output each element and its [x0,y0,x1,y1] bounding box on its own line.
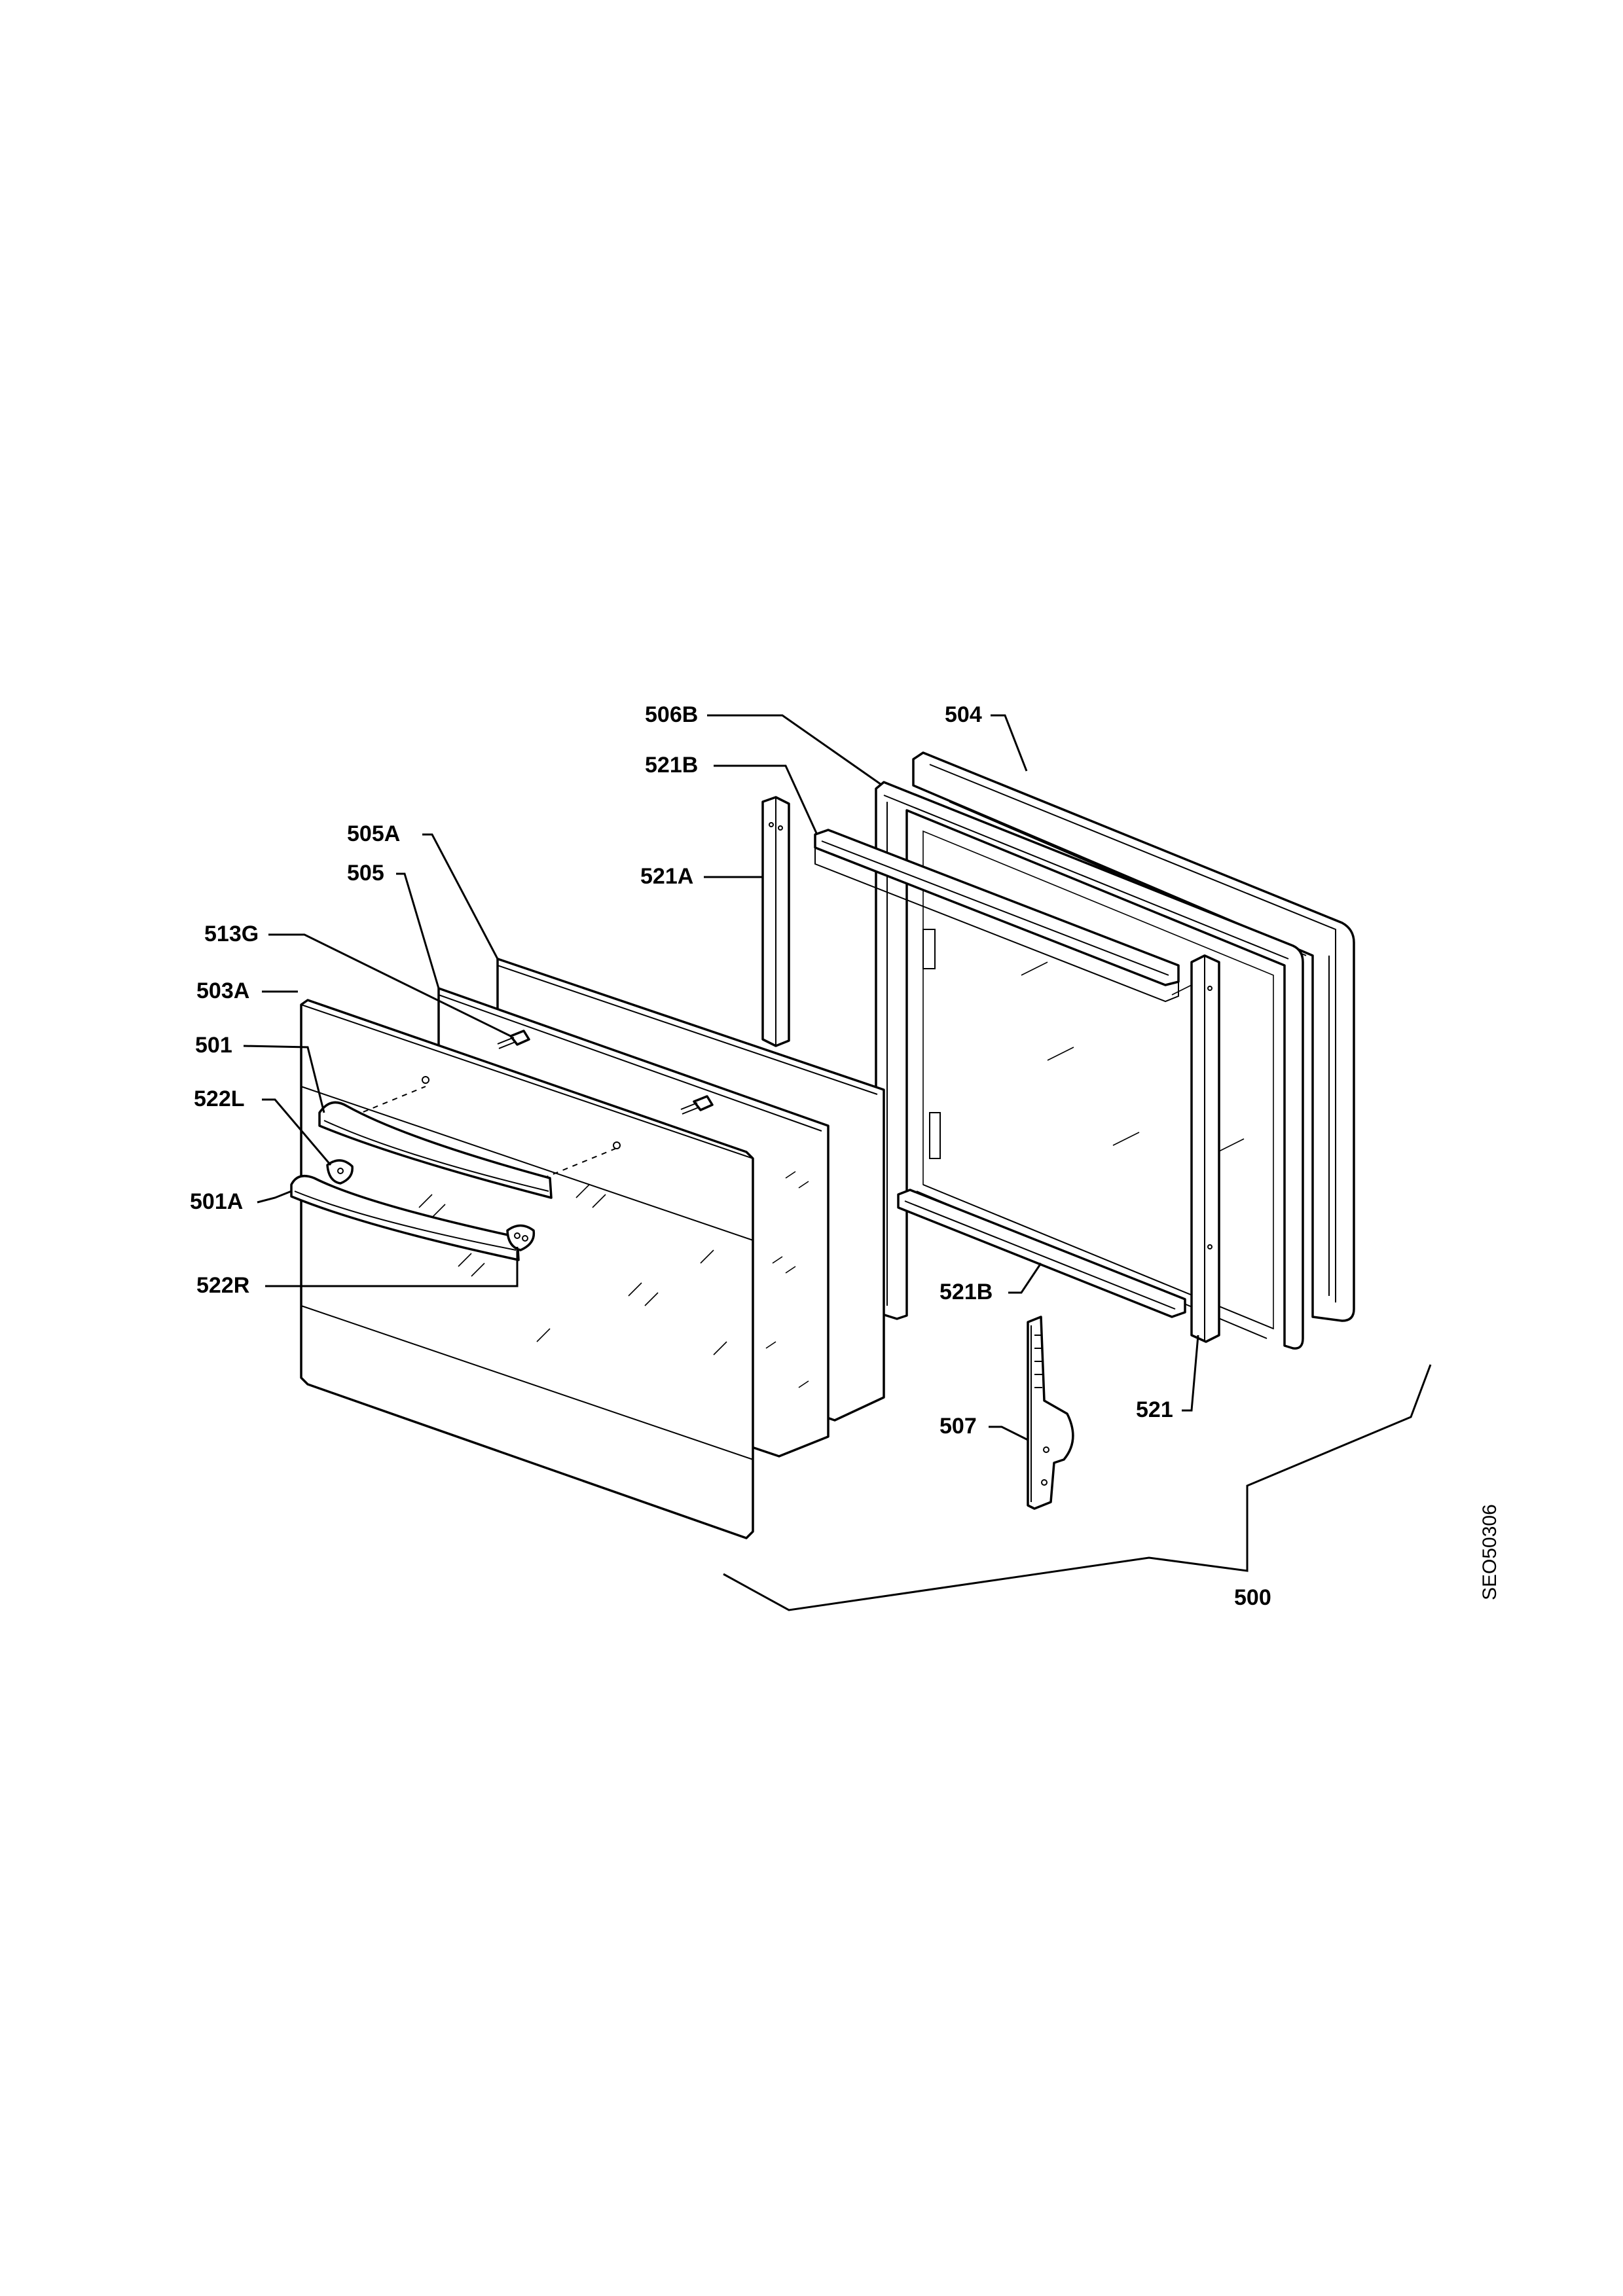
label-505: 505 [347,861,384,886]
end-cap-522R [506,1224,536,1251]
side-strip-521A [761,796,790,1047]
label-501: 501 [195,1033,232,1058]
drawing-code: SEO50306 [1479,1504,1501,1600]
screws-513G [497,1030,714,1115]
leader-lines [243,714,1199,1441]
label-513G: 513G [204,922,259,946]
side-strip-521 [1190,954,1220,1343]
label-505A: 505A [347,821,400,846]
assembly-bracket-500 [723,1364,1432,1611]
label-507: 507 [939,1414,977,1439]
label-503A: 503A [196,978,249,1003]
part-labels: 506B 504 521B 505A 521A 505 513G 503A 50… [190,702,1271,1610]
label-506B: 506B [645,702,698,727]
label-521B-top: 521B [645,753,698,778]
label-522L: 522L [194,1086,245,1111]
label-521A: 521A [640,864,693,889]
bottom-trim-521B [897,1189,1186,1318]
handle-501 [318,1101,553,1199]
label-500: 500 [1234,1585,1271,1610]
label-522R: 522R [196,1273,249,1298]
label-521B-bottom: 521B [939,1280,993,1304]
label-501A: 501A [190,1189,243,1214]
top-trim-521B [814,829,1180,1003]
label-504: 504 [945,702,982,727]
end-cap-522L [326,1159,354,1185]
label-521: 521 [1136,1397,1173,1422]
handle-501A [290,1174,520,1261]
hinge-507 [1027,1316,1074,1510]
